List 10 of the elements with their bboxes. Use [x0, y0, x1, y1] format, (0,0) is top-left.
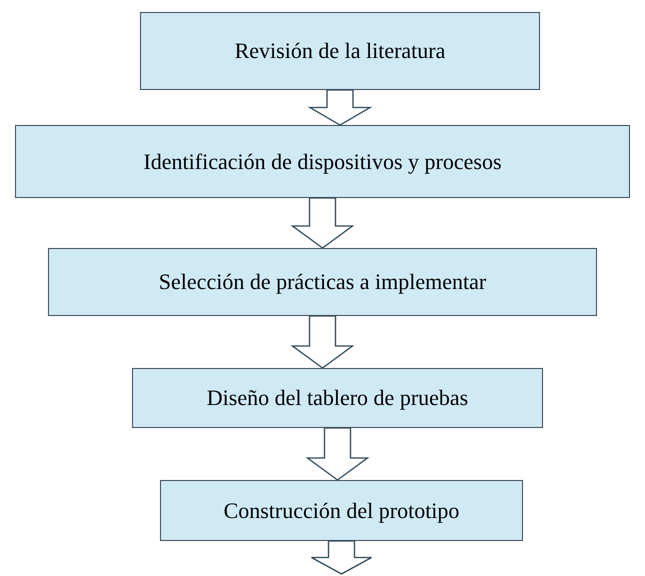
process-box: Diseño del tablero de pruebas: [132, 368, 543, 428]
process-box: Selección de prácticas a implementar: [48, 248, 597, 316]
process-box: Construcción del prototipo: [160, 480, 523, 541]
process-box: Revisión de la literatura: [140, 12, 540, 90]
block-arrow: [290, 315, 354, 369]
block-arrow: [290, 197, 354, 249]
block-arrow: [310, 540, 372, 575]
process-box: Identificación de dispositivos y procesos: [15, 125, 630, 198]
block-arrow: [306, 427, 370, 481]
block-arrow: [308, 89, 372, 126]
